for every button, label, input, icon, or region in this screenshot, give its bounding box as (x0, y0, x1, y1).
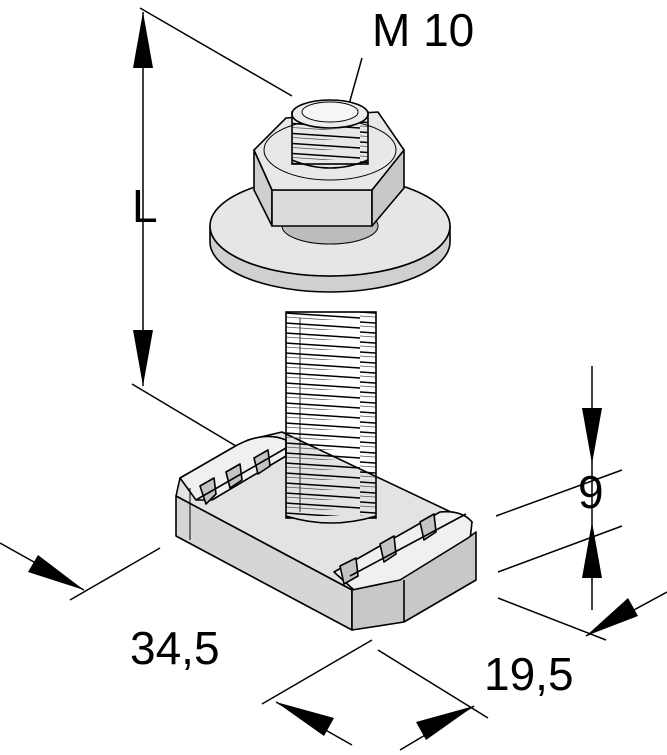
channel-nut (175, 431, 477, 631)
extension-lines (69, 7, 623, 719)
height-label: 9 (578, 466, 604, 518)
bolt-shaft (285, 311, 377, 524)
bolt-top-thread (291, 99, 369, 169)
dimension-height (582, 366, 602, 610)
depth-label: 19,5 (484, 648, 574, 700)
thread-size-label: M 10 (372, 4, 474, 56)
dimension-length (133, 12, 153, 386)
width-label: 34,5 (130, 622, 220, 674)
length-label: L (132, 180, 158, 232)
dimension-width (0, 542, 85, 591)
dimension-depth (275, 591, 667, 751)
